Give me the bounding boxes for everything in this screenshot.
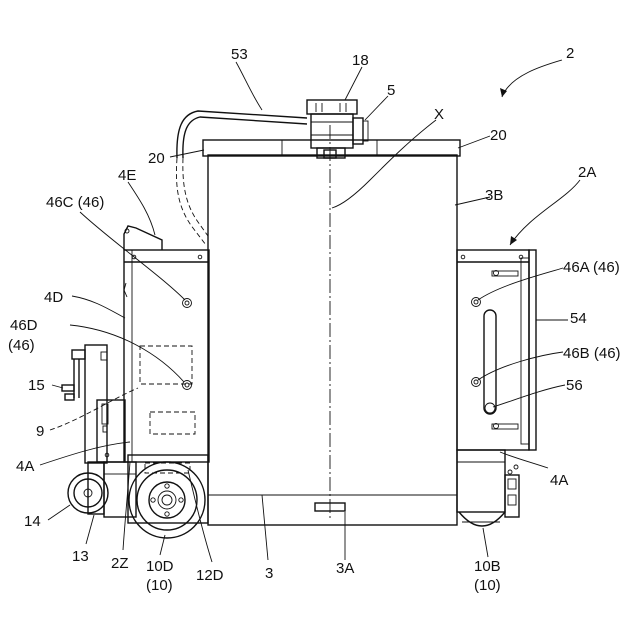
label-5: 5 xyxy=(387,82,395,99)
label-10D: 10D xyxy=(146,558,174,575)
label-20-left: 20 xyxy=(148,150,165,167)
label-4A-right: 4A xyxy=(550,472,568,489)
caster-wheel xyxy=(68,462,108,514)
label-12D: 12D xyxy=(196,567,224,584)
label-9: 9 xyxy=(36,423,44,440)
handle-frame xyxy=(62,345,136,517)
label-10B: 10B xyxy=(474,558,501,575)
label-10B-paren: (10) xyxy=(474,577,501,594)
label-46A: 46A (46) xyxy=(563,259,620,276)
label-46B: 46B (46) xyxy=(563,345,621,362)
label-2A: 2A xyxy=(578,164,596,181)
label-3: 3 xyxy=(265,565,273,582)
label-4A-left: 4A xyxy=(16,458,34,475)
label-54: 54 xyxy=(570,310,587,327)
label-4D: 4D xyxy=(44,289,63,306)
label-3B: 3B xyxy=(485,187,503,204)
label-53: 53 xyxy=(231,46,248,63)
hose xyxy=(176,111,307,245)
label-46D-paren: (46) xyxy=(8,337,35,354)
label-46D: 46D xyxy=(10,317,38,334)
front-wheel xyxy=(128,455,208,538)
rear-wheel xyxy=(457,450,519,526)
top-motor-unit xyxy=(307,100,368,158)
label-56: 56 xyxy=(566,377,583,394)
label-2Z: 2Z xyxy=(111,555,129,572)
label-15: 15 xyxy=(28,377,45,394)
label-10D-paren: (10) xyxy=(146,577,173,594)
label-13: 13 xyxy=(72,548,89,565)
label-2: 2 xyxy=(566,45,574,62)
label-20-right: 20 xyxy=(490,127,507,144)
label-46C: 46C (46) xyxy=(46,194,104,211)
label-X: X xyxy=(434,106,444,123)
label-14: 14 xyxy=(24,513,41,530)
label-4E: 4E xyxy=(118,167,136,184)
tank-body xyxy=(203,140,460,525)
label-3A: 3A xyxy=(336,560,354,577)
left-housing xyxy=(124,226,209,462)
label-18: 18 xyxy=(352,52,369,69)
